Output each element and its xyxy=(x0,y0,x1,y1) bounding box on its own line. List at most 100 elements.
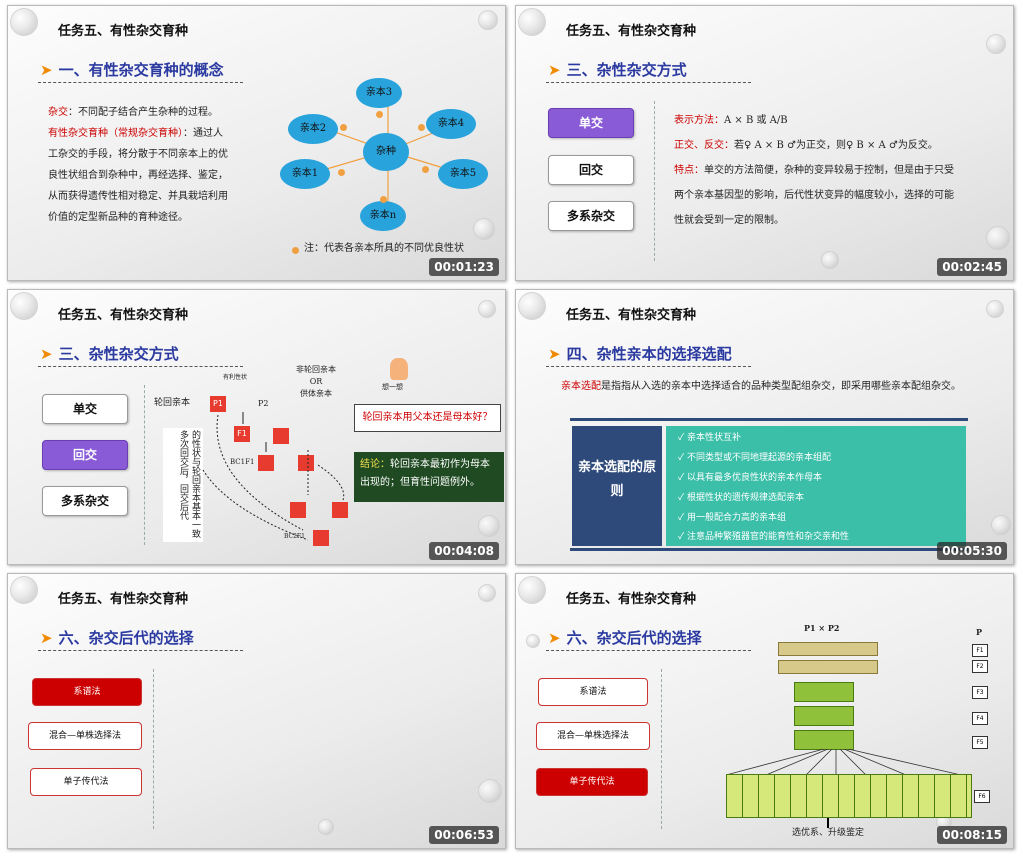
generation-badge: F4 xyxy=(972,712,988,725)
principle-item: ✓ 以具有最多优良性状的亲本作母本 xyxy=(678,473,823,483)
slide-6[interactable]: 任务五、有性杂交育种 ➤六、杂交后代的选择 系谱法 混合—单株选择法 单子传代法… xyxy=(515,573,1014,849)
divider xyxy=(661,669,662,829)
recurrent-parent-label: 轮回亲本 xyxy=(154,398,191,408)
pedigree-box: P1 xyxy=(210,396,226,412)
divider xyxy=(38,82,243,83)
generation-badge: F2 xyxy=(972,660,988,673)
slide-header: 任务五、有性杂交育种 xyxy=(566,24,697,39)
arrow-icon: ➤ xyxy=(548,61,561,79)
divider xyxy=(546,650,751,651)
bubble-decoration xyxy=(10,8,38,36)
timestamp: 00:02:45 xyxy=(937,258,1007,276)
divider xyxy=(38,366,243,367)
multiline-cross-button[interactable]: 多系杂交 xyxy=(548,201,634,231)
timestamp: 00:04:08 xyxy=(429,542,499,560)
slide-5[interactable]: 任务五、有性杂交育种 ➤六、杂交后代的选择 系谱法 混合—单株选择法 单子传代法… xyxy=(7,573,506,849)
arrow-icon: ➤ xyxy=(40,61,53,79)
backcross-note: 的性状与轮回亲本基本一致 多次回交后，回交后代 xyxy=(163,428,203,542)
principles-label: 亲本选配的原则 xyxy=(572,426,662,546)
bubble-decoration xyxy=(478,10,498,30)
bubble-decoration xyxy=(478,300,496,318)
section-title: ➤六、杂交后代的选择 xyxy=(548,629,702,647)
pedigree-label: BC2F1 xyxy=(284,533,305,540)
timestamp: 00:01:23 xyxy=(429,258,499,276)
bubble-decoration xyxy=(821,251,839,269)
slide-header: 任务五、有性杂交育种 xyxy=(566,308,697,323)
mixed-selection-button[interactable]: 混合—单株选择法 xyxy=(536,722,650,750)
f4-bar xyxy=(794,706,854,726)
trait-dot xyxy=(376,111,383,118)
bubble-decoration xyxy=(986,34,1006,54)
pedigree-box xyxy=(298,455,314,471)
slide-1[interactable]: 任务五、有性杂交育种 ➤一、有性杂交育种的概念 杂交：不同配子结合产生杂种的过程… xyxy=(7,5,506,281)
bubble-decoration xyxy=(10,576,38,604)
generation-badge: F1 xyxy=(972,644,988,657)
trait-dot xyxy=(418,124,425,131)
pedigree-label: P2 xyxy=(258,399,269,408)
backcross-button[interactable]: 回交 xyxy=(42,440,128,470)
trait-dot xyxy=(340,124,347,131)
section-title: ➤三、杂性杂交方式 xyxy=(40,345,179,363)
parent-node: 亲本5 xyxy=(438,159,488,189)
pedigree-method-button[interactable]: 系谱法 xyxy=(32,678,142,706)
section-title: ➤一、有性杂交育种的概念 xyxy=(40,61,224,79)
slide-2[interactable]: 任务五、有性杂交育种 ➤三、杂性杂交方式 单交 回交 多系杂交 表示方法：A ×… xyxy=(515,5,1014,281)
bubble-decoration xyxy=(518,576,546,604)
concept-text: 杂交：不同配子结合产生杂种的过程。 有性杂交育种（常规杂交育种）：通过人 工杂交… xyxy=(48,107,228,223)
single-seed-descent-button[interactable]: 单子传代法 xyxy=(30,768,142,796)
bubble-decoration xyxy=(986,300,1004,318)
think-label: 想一想 xyxy=(382,383,403,391)
slide-4[interactable]: 任务五、有性杂交育种 ➤四、杂性亲本的选择选配 亲本选配是指指从入选的亲本中选择… xyxy=(515,289,1014,565)
cross-method-text: 表示方法：A × B 或 A/B 正交、反交：若♀ A × B ♂为正交，则♀ … xyxy=(674,115,954,226)
timestamp: 00:05:30 xyxy=(937,542,1007,560)
hybrid-node: 杂种 xyxy=(363,133,409,171)
parent-node: 亲本4 xyxy=(426,109,476,139)
f6-lines-block xyxy=(726,774,972,818)
principle-item: ✓ 注意品种繁殖器官的能育性和杂交亲和性 xyxy=(678,532,850,542)
bottom-rule xyxy=(570,548,968,551)
legend-note: 注：代表各亲本所具的不同优良性状 xyxy=(304,243,464,254)
question-box: 轮回亲本用父本还是母本好？ xyxy=(354,404,501,432)
mixed-selection-button[interactable]: 混合—单株选择法 xyxy=(28,722,142,750)
generation-badge: F3 xyxy=(972,686,988,699)
pedigree-box: F1 xyxy=(234,426,250,442)
bubble-decoration xyxy=(986,226,1010,250)
pedigree-method-button[interactable]: 系谱法 xyxy=(538,678,648,706)
selection-intro: 亲本选配是指指从入选的亲本中选择适合的品种类型配组杂交，即采用哪些亲本配组杂交。 xyxy=(561,381,961,392)
section-title: ➤三、杂性杂交方式 xyxy=(548,61,687,79)
trait-dot xyxy=(380,196,387,203)
trait-dot xyxy=(422,166,429,173)
bubble-decoration xyxy=(473,218,495,240)
single-cross-button[interactable]: 单交 xyxy=(42,394,128,424)
slide-3[interactable]: 任务五、有性杂交育种 ➤三、杂性杂交方式 单交 回交 多系杂交 轮回亲本 有利性… xyxy=(7,289,506,565)
timestamp: 00:08:15 xyxy=(937,826,1007,844)
divider xyxy=(546,366,751,367)
single-cross-button[interactable]: 单交 xyxy=(548,108,634,138)
final-selection-label: 选优系、升级鉴定 xyxy=(792,828,865,838)
section-title: ➤六、杂交后代的选择 xyxy=(40,629,194,647)
bubble-decoration xyxy=(478,584,496,602)
single-seed-descent-button[interactable]: 单子传代法 xyxy=(536,768,648,796)
generation-badge: F6 xyxy=(974,790,990,803)
pedigree-label: BC1F1 xyxy=(230,458,255,466)
parent-node: 亲本n xyxy=(360,201,406,231)
divider xyxy=(144,385,145,545)
multiline-cross-button[interactable]: 多系杂交 xyxy=(42,486,128,516)
bubble-decoration xyxy=(478,515,500,537)
arrow-icon: ➤ xyxy=(40,629,53,647)
principles-list: ✓ 亲本性状互补 ✓ 不同类型或不同地理起源的亲本组配 ✓ 以具有最多优良性状的… xyxy=(666,426,966,546)
trait-dot xyxy=(338,169,345,176)
bubble-decoration xyxy=(318,819,334,835)
divider xyxy=(153,669,154,829)
generation-column-label: P xyxy=(976,627,983,637)
pedigree-box xyxy=(290,502,306,518)
pedigree-box xyxy=(273,428,289,444)
backcross-button[interactable]: 回交 xyxy=(548,155,634,185)
section-title: ➤四、杂性亲本的选择选配 xyxy=(548,345,732,363)
arrow-icon: ➤ xyxy=(548,629,561,647)
bubble-decoration xyxy=(478,779,502,803)
slide-header: 任务五、有性杂交育种 xyxy=(58,308,189,323)
timestamp: 00:06:53 xyxy=(429,826,499,844)
pedigree-box xyxy=(258,455,274,471)
